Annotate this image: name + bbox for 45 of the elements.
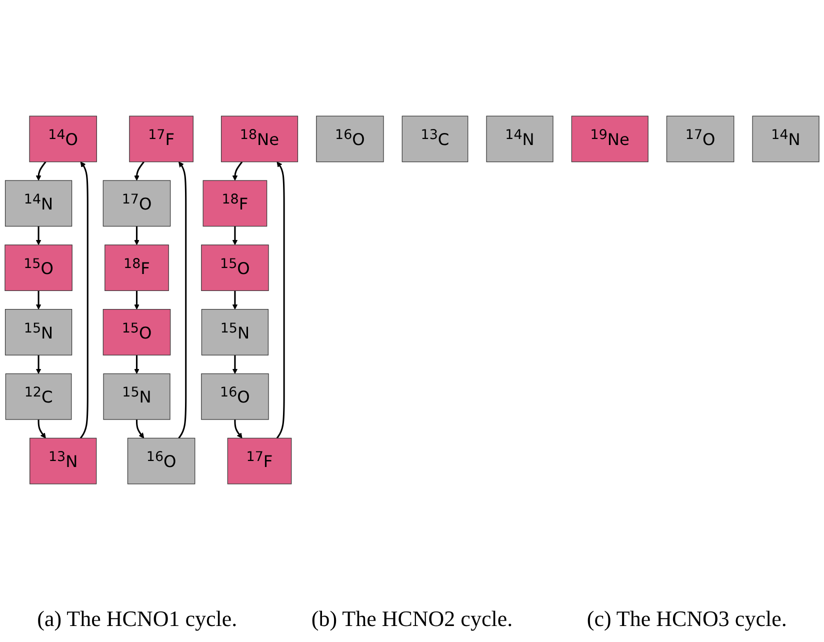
node-box: $^{15}$N [201, 309, 269, 356]
arrow [276, 162, 285, 439]
node-box: $^{15}$O [4, 244, 72, 291]
node-box: $^{15}$O [201, 244, 269, 291]
arrow [38, 420, 46, 438]
caption-text: (b) The HCNO2 cycle. [311, 606, 513, 632]
node-box: $^{17}$F [129, 116, 194, 162]
node-box: $^{18}$Ne [220, 116, 298, 162]
node-box: $^{14}$N [752, 116, 820, 162]
arrow [234, 420, 242, 438]
node-box: $^{17}$F [227, 438, 292, 484]
arrow [232, 161, 243, 181]
arrow [134, 290, 140, 310]
node-box: $^{14}$N [4, 180, 72, 227]
arrow [232, 226, 238, 246]
node-box: $^{15}$O [102, 309, 171, 356]
arrow [36, 355, 42, 374]
arrow [134, 226, 140, 246]
node-box: $^{14}$O [29, 116, 97, 162]
node-box: $^{16}$O [201, 373, 269, 420]
arrow [36, 161, 46, 181]
node-box: $^{12}$C [5, 373, 72, 420]
node-box: $^{17}$O [666, 116, 734, 162]
node-box: $^{15}$N [4, 309, 72, 356]
arrow [80, 162, 88, 439]
arrow [36, 226, 42, 246]
node-box: $^{14}$N [486, 116, 554, 162]
caption-text: (c) The HCNO3 cycle. [586, 606, 787, 632]
arrow [136, 420, 144, 438]
arrow [134, 161, 144, 181]
node-box: $^{15}$N [103, 373, 170, 420]
node-box: $^{13}$C [402, 116, 468, 162]
arrow [232, 355, 238, 374]
node-box: $^{18}$F [104, 244, 169, 291]
node-box: $^{16}$O [127, 438, 196, 484]
arrow [36, 290, 42, 310]
arrow [178, 162, 187, 439]
caption-text: (a) The HCNO1 cycle. [37, 606, 238, 632]
arrow [134, 355, 140, 374]
node-box: $^{16}$O [316, 116, 384, 162]
node-box: $^{17}$O [102, 180, 171, 227]
node-box: $^{19}$Ne [571, 116, 648, 162]
arrow [232, 290, 238, 310]
node-box: $^{18}$F [202, 180, 268, 227]
node-box: $^{13}$N [30, 438, 97, 484]
